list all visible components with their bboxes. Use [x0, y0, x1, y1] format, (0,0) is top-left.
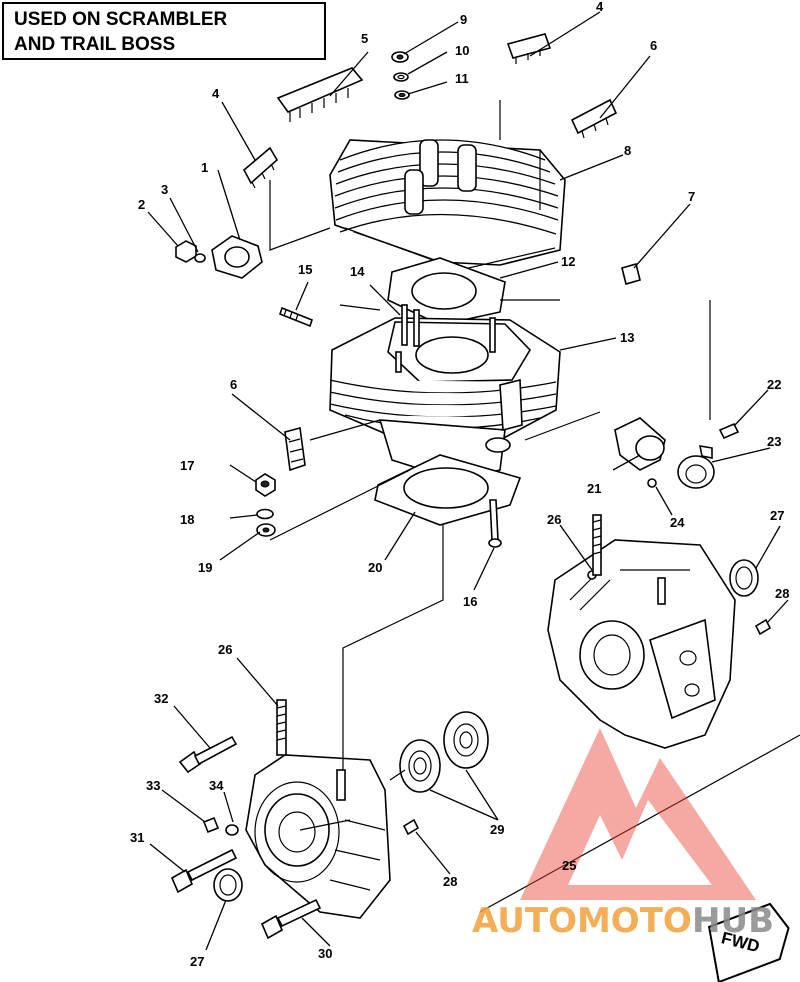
- callout-28-right: 28: [775, 586, 789, 601]
- washer-19: [256, 523, 276, 537]
- callout-23: 23: [767, 434, 781, 449]
- callout-32: 32: [154, 691, 168, 706]
- fin-clip-6-left: [284, 426, 306, 472]
- screw-33: [202, 816, 220, 834]
- callout-labels: 1 2 3 4 4 5 6 6 7 8 9 10 11 12 13 14 15 …: [130, 0, 789, 969]
- callout-29: 29: [490, 822, 504, 837]
- dowel-28-right: [754, 618, 772, 636]
- fin-clip-6-top: [570, 98, 618, 139]
- callout-25: 25: [562, 858, 576, 873]
- callout-20: 20: [368, 560, 382, 575]
- callout-6-top: 6: [650, 38, 657, 53]
- fin-clip-7: [621, 263, 641, 285]
- seal-27-right: [729, 559, 759, 597]
- forward-direction-tag: FWD: [707, 902, 790, 982]
- screw-24: [647, 478, 657, 488]
- callout-11: 11: [455, 71, 469, 86]
- callout-21: 21: [587, 481, 601, 496]
- callout-24: 24: [670, 515, 685, 530]
- nut-17: [255, 473, 276, 497]
- watermark-text-grey: HUB: [692, 901, 774, 941]
- base-gasket-20: [374, 454, 522, 526]
- callout-9: 9: [460, 12, 467, 27]
- crankcase-right-25: [547, 514, 736, 749]
- callout-6-left: 6: [230, 377, 237, 392]
- crankcase-left: [245, 699, 391, 919]
- callout-17: 17: [180, 458, 194, 473]
- nut-9: [391, 51, 409, 63]
- bolt-30: [260, 898, 322, 940]
- callout-10: 10: [455, 43, 469, 58]
- callout-7: 7: [688, 189, 695, 204]
- callout-27-left: 27: [190, 954, 204, 969]
- intake-adapter-21: [614, 417, 666, 471]
- callout-3: 3: [161, 182, 168, 197]
- exhaust-gasket-1: [211, 235, 263, 279]
- bolt-32: [178, 735, 238, 774]
- bearing-29a: [399, 739, 441, 793]
- callout-2: 2: [138, 197, 145, 212]
- title-line-1: USED ON SCRAMBLER: [14, 9, 228, 30]
- callout-27-right: 27: [770, 508, 784, 523]
- callout-19: 19: [198, 560, 212, 575]
- washer-18: [256, 508, 274, 520]
- callout-4-top: 4: [596, 0, 604, 14]
- watermark-logo: AUTOMOTO HUB: [472, 728, 774, 941]
- callout-15: 15: [298, 262, 312, 277]
- callout-14: 14: [350, 264, 365, 279]
- fin-clip-5: [276, 67, 364, 122]
- title-box: USED ON SCRAMBLER AND TRAIL BOSS: [2, 2, 326, 60]
- callout-26-left: 26: [218, 642, 232, 657]
- leader-lines: [147, 11, 789, 951]
- callout-30: 30: [318, 946, 332, 961]
- callout-34: 34: [209, 778, 224, 793]
- fin-clip-4-top: [506, 33, 552, 64]
- stud-16: [488, 499, 502, 548]
- callout-26-right: 26: [547, 512, 561, 527]
- washer-11: [394, 90, 410, 100]
- callout-8: 8: [624, 143, 631, 158]
- ground-reference-line: [479, 734, 800, 913]
- callout-1: 1: [201, 160, 208, 175]
- bolt-22: [718, 422, 740, 440]
- stud-15: [279, 306, 313, 328]
- dowel-28-left: [402, 818, 420, 836]
- callout-5: 5: [361, 31, 368, 46]
- callout-31: 31: [130, 830, 144, 845]
- title-line-2: AND TRAIL BOSS: [14, 34, 175, 55]
- callout-16: 16: [463, 594, 477, 609]
- callout-18: 18: [180, 512, 194, 527]
- seal-27-left: [213, 868, 243, 902]
- washer-3: [194, 253, 206, 263]
- cylinder-head: [329, 139, 566, 271]
- cylinder-13: [329, 304, 561, 481]
- nut-2: [175, 240, 197, 263]
- callout-13: 13: [620, 330, 634, 345]
- callout-4-left: 4: [212, 86, 220, 101]
- washer-10: [393, 72, 409, 82]
- callout-12: 12: [561, 254, 575, 269]
- callout-22: 22: [767, 377, 781, 392]
- head-gasket-12: [387, 257, 506, 326]
- callout-33: 33: [146, 778, 160, 793]
- bearing-29b: [443, 711, 489, 769]
- bolt-31: [170, 848, 238, 894]
- callout-28-left: 28: [443, 874, 457, 889]
- fin-clip-4-left: [242, 146, 279, 189]
- watermark-text-orange: AUTOMOTO: [472, 901, 692, 941]
- clamp-23: [677, 445, 715, 489]
- washer-34: [225, 824, 239, 836]
